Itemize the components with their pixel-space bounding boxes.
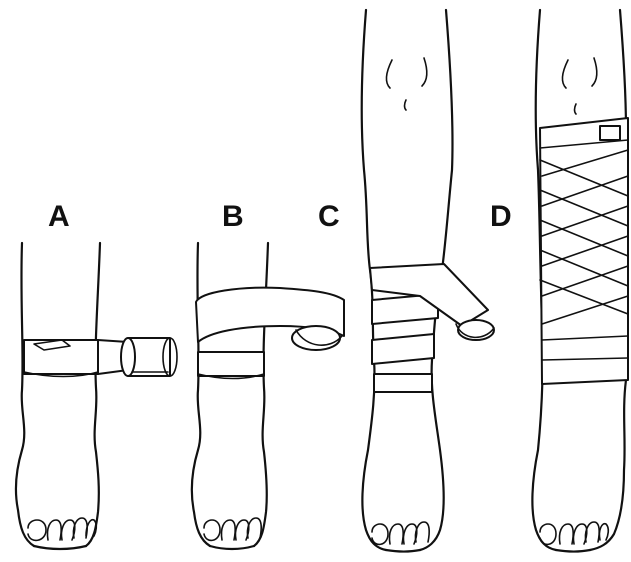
bandage-loop-b xyxy=(196,288,344,350)
panel-label-c: C xyxy=(318,200,340,233)
bandage-turn-a xyxy=(24,340,98,377)
panel-label-a: A xyxy=(48,200,70,233)
panel-label-d: D xyxy=(490,200,512,233)
toes-b xyxy=(204,518,261,540)
leg-outline-a xyxy=(16,243,100,549)
toes-d xyxy=(540,522,608,544)
panel-a: A xyxy=(16,200,177,549)
bandage-lower-turns-b xyxy=(198,352,264,379)
bandage-roll-icon xyxy=(121,338,177,376)
panel-label-b: B xyxy=(222,200,244,233)
panel-b: B xyxy=(192,200,344,549)
bandage-figure-eight-d xyxy=(540,118,628,384)
panel-c: C xyxy=(318,10,494,552)
bandage-spiral-turns-c xyxy=(372,294,438,392)
toes-a xyxy=(28,518,96,540)
panel-d: D xyxy=(490,10,628,552)
toes-c xyxy=(372,522,429,544)
